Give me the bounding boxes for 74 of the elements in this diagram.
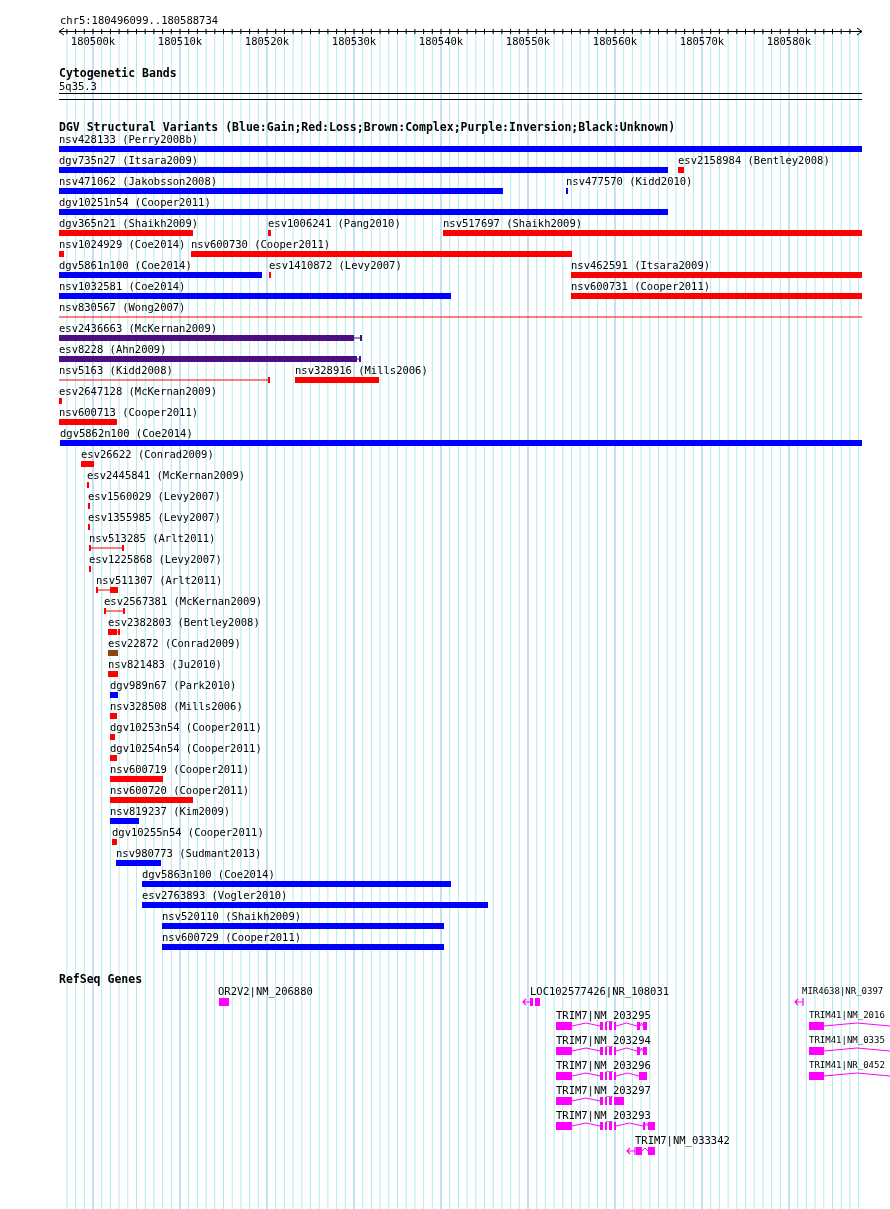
variant-label: nsv520110 (Shaikh2009) — [162, 910, 302, 922]
variant-label: dgv735n27 (Itsara2009) — [59, 154, 199, 166]
variant-label: dgv989n67 (Park2010) — [110, 679, 237, 691]
track-title: RefSeq Genes — [59, 973, 143, 985]
position-label: chr5:180496099..180588734 — [60, 14, 219, 26]
variant-label: esv2445841 (McKernan2009) — [87, 469, 246, 481]
variant-label: dgv5863n100 (Coe2014) — [142, 868, 275, 880]
variant-label: esv1355985 (Levy2007) — [88, 511, 221, 523]
gene-label: TRIM41|NR_0452 — [809, 1059, 885, 1071]
variant-label: esv1560029 (Levy2007) — [88, 490, 221, 502]
gene-label: TRIM7|NM_203294 — [556, 1034, 651, 1046]
variant-label: esv1006241 (Pang2010) — [268, 217, 401, 229]
variant-label: esv2763893 (Vogler2010) — [142, 889, 288, 901]
variant-label: nsv471062 (Jakobsson2008) — [59, 175, 218, 187]
axis-tick-label: 180580k — [766, 35, 812, 47]
variant-label: nsv600713 (Cooper2011) — [59, 406, 199, 418]
track-title: Cytogenetic Bands — [59, 67, 177, 79]
variant-label: dgv5862n100 (Coe2014) — [60, 427, 193, 439]
variant-label: nsv477570 (Kidd2010) — [566, 175, 693, 187]
gene-label: TRIM41|NM_2016 — [809, 1009, 885, 1021]
variant-label: esv2436663 (McKernan2009) — [59, 322, 218, 334]
variant-label: dgv10253n54 (Cooper2011) — [110, 721, 262, 733]
variant-label: esv2382803 (Bentley2008) — [108, 616, 260, 628]
variant-label: esv1225868 (Levy2007) — [89, 553, 222, 565]
variant-label: nsv600719 (Cooper2011) — [110, 763, 250, 775]
variant-label: nsv328916 (Mills2006) — [295, 364, 428, 376]
gene-label: TRIM7|NM_033342 — [635, 1134, 730, 1146]
gene-label: TRIM41|NM_0335 — [809, 1034, 885, 1046]
variant-label: nsv5163 (Kidd2008) — [59, 364, 173, 376]
axis-tick-label: 180520k — [244, 35, 290, 47]
variant-label: nsv819237 (Kim2009) — [110, 805, 231, 817]
variant-label: dgv10254n54 (Cooper2011) — [110, 742, 262, 754]
variant-label: nsv328508 (Mills2006) — [110, 700, 243, 712]
variant-label: nsv428133 (Perry2008b) — [59, 133, 199, 145]
variant-label: nsv462591 (Itsara2009) — [571, 259, 711, 271]
axis-tick-label: 180510k — [157, 35, 203, 47]
variant-label: esv26622 (Conrad2009) — [81, 448, 214, 460]
variant-label: nsv517697 (Shaikh2009) — [443, 217, 583, 229]
variant-label: nsv600730 (Cooper2011) — [191, 238, 331, 250]
axis-tick-label: 180540k — [418, 35, 464, 47]
axis-tick-label: 180570k — [679, 35, 725, 47]
variant-label: nsv980773 (Sudmant2013) — [116, 847, 262, 859]
variant-label: esv1410872 (Levy2007) — [269, 259, 402, 271]
position-label: 5q35.3 — [59, 80, 97, 92]
axis-tick-label: 180550k — [505, 35, 551, 47]
variant-label: esv2647128 (McKernan2009) — [59, 385, 218, 397]
gene-label: TRIM7|NM_203297 — [556, 1084, 651, 1096]
variant-label: nsv600720 (Cooper2011) — [110, 784, 250, 796]
axis-tick-label: 180560k — [592, 35, 638, 47]
track-title: DGV Structural Variants (Blue:Gain;Red:Loss;Brown:Complex;Purple:Inversion;Black:Unknown) — [59, 121, 676, 133]
variant-label: nsv600731 (Cooper2011) — [571, 280, 711, 292]
variant-label: esv22872 (Conrad2009) — [108, 637, 241, 649]
axis-tick-label: 180530k — [331, 35, 377, 47]
axis-tick-label: 180500k — [70, 35, 116, 47]
gene-label: TRIM7|NM_203295 — [556, 1009, 651, 1021]
gene-label: MIR4638|NR_0397 — [802, 985, 884, 997]
variant-label: dgv5861n100 (Coe2014) — [59, 259, 192, 271]
variant-label: nsv1024929 (Coe2014) — [59, 238, 186, 250]
variant-label: esv8228 (Ahn2009) — [59, 343, 167, 355]
gene-label: TRIM7|NM_203293 — [556, 1109, 651, 1121]
variant-label: nsv513285 (Arlt2011) — [89, 532, 216, 544]
gene-label: TRIM7|NM_203296 — [556, 1059, 651, 1071]
variant-label: esv2567381 (McKernan2009) — [104, 595, 263, 607]
gene-label: OR2V2|NM_206880 — [218, 985, 313, 997]
variant-label: nsv830567 (Wong2007) — [59, 301, 186, 313]
variant-label: nsv600729 (Cooper2011) — [162, 931, 302, 943]
variant-label: dgv10255n54 (Cooper2011) — [112, 826, 264, 838]
variant-label: dgv365n21 (Shaikh2009) — [59, 217, 199, 229]
variant-label: nsv821483 (Ju2010) — [108, 658, 222, 670]
variant-label: dgv10251n54 (Cooper2011) — [59, 196, 211, 208]
variant-label: esv2158984 (Bentley2008) — [678, 154, 830, 166]
gene-label: LOC102577426|NR_108031 — [530, 985, 670, 997]
variant-label: nsv511307 (Arlt2011) — [96, 574, 223, 586]
variant-label: nsv1032581 (Coe2014) — [59, 280, 186, 292]
